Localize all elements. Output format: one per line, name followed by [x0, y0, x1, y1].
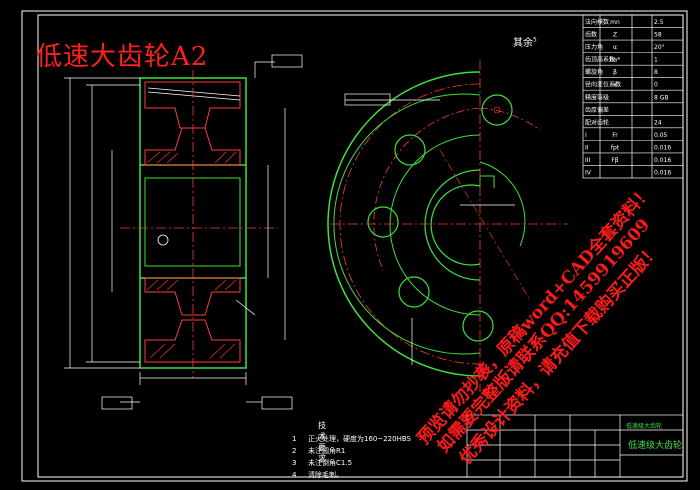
parameter-table [582, 14, 684, 179]
gear-outer-arc [327, 71, 481, 377]
param-value: 24 [654, 119, 662, 126]
param-value: 20° [654, 44, 665, 51]
param-symbol: x [613, 82, 617, 89]
tech-req-text: 正火处理，硬度为160~220HBS [308, 435, 411, 443]
param-label: I [585, 132, 587, 139]
tech-req-text: 清除毛刺。 [308, 471, 343, 479]
drawing-frame [37, 14, 684, 478]
param-symbol: fpt [611, 144, 620, 151]
param-value: 0.016 [654, 170, 671, 177]
param-symbol: α [613, 44, 617, 51]
param-value: 58 [654, 32, 662, 39]
param-value: 8 GB [654, 94, 669, 101]
front-view [327, 60, 568, 392]
param-symbol: mn [610, 19, 620, 26]
param-value: 0.05 [654, 132, 668, 139]
lightening-hole [394, 134, 426, 166]
param-label: 法向模数 [585, 18, 609, 26]
tech-req-text: 未注倒角C1.5 [308, 459, 353, 467]
tech-req-text: 未注圆角R1 [308, 447, 346, 455]
param-label: II [585, 144, 589, 151]
roughness-value: 5 [533, 36, 537, 44]
param-symbol: ha* [610, 57, 620, 64]
lightening-hole [398, 276, 430, 308]
param-value: 0 [654, 82, 658, 89]
param-label: 齿数 [585, 31, 597, 39]
title-block-part-name: 低速级大齿轮 [628, 441, 683, 451]
lightening-hole [462, 310, 494, 342]
param-value: 0.016 [654, 157, 671, 164]
roughness-label: 其余 [513, 38, 533, 49]
param-symbol: Fr [612, 132, 618, 139]
param-value: 1 [654, 57, 658, 64]
param-label: 配对齿轮 [585, 118, 609, 126]
tech-req-heading: 技 术 要 求 [318, 421, 326, 463]
lightening-hole [367, 206, 399, 238]
title-block-small-label: 低速级大齿轮 [626, 423, 663, 430]
surface-roughness-note: 其余5 [513, 34, 537, 49]
param-value: 2.5 [654, 19, 664, 26]
title-block [466, 414, 684, 478]
tech-req-item: 3 未注倒角C1.5 [292, 458, 352, 468]
param-label: 精度等级 [585, 93, 609, 101]
tech-req-number: 4 [292, 471, 297, 479]
param-symbol: Z [613, 32, 617, 39]
param-label: 压力角 [585, 43, 603, 51]
tech-req-item: 2 未注圆角R1 [292, 446, 345, 456]
drawing-title: 低速大齿轮A2 [36, 42, 209, 72]
section-view [64, 54, 303, 410]
param-label: IV [585, 170, 592, 177]
datum-a-marker [157, 234, 169, 246]
param-label: 齿顶高系数 [585, 56, 615, 64]
sheet-border [21, 10, 688, 482]
tech-req-number: 1 [292, 435, 297, 443]
param-label: 径向变位系数 [585, 81, 621, 89]
param-label: III [585, 157, 591, 164]
param-value: 8 [654, 69, 658, 76]
web-section-upper [144, 127, 241, 166]
param-value: 0.016 [654, 144, 671, 151]
tech-req-item: 1 正火处理，硬度为160~220HBS [292, 434, 411, 444]
param-label: 齿厚偏差 [585, 106, 609, 114]
tech-req-number: 2 [292, 447, 297, 455]
param-symbol: β [613, 69, 617, 76]
tech-req-item: 4 清除毛刺。 [292, 470, 343, 480]
tech-req-number: 3 [292, 459, 297, 467]
web-section-lower [144, 277, 241, 316]
param-label: 螺旋角 [585, 68, 603, 76]
lightening-hole [481, 94, 513, 126]
param-symbol: Fβ [611, 157, 618, 164]
